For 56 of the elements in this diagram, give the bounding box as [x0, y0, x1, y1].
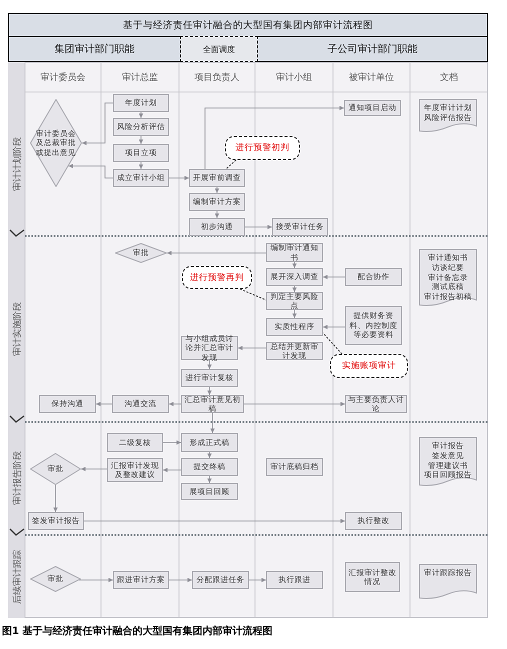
document-shape [419, 249, 477, 307]
header-cell: 全面调度 [180, 36, 258, 62]
arrow [168, 402, 182, 406]
phase-label: 后续审计跟踪 [11, 549, 22, 606]
arrow [138, 112, 144, 118]
leader-line [322, 332, 342, 354]
figure-caption: 图1 基于与经济责任审计融合的大型国有集团内部审计流程图 [2, 624, 274, 639]
leader-line [240, 288, 266, 300]
arrow [238, 346, 266, 350]
arrow [322, 274, 346, 280]
arrow [207, 386, 212, 396]
arrow [53, 484, 58, 512]
arrow [210, 412, 215, 434]
arrow [168, 176, 190, 180]
arrow [322, 324, 346, 330]
phase-label: 审计计划阶段 [11, 136, 22, 193]
arrow [248, 578, 266, 582]
arrow [80, 466, 108, 472]
column-header: 项目负责人 [194, 72, 240, 84]
header-cell: 子公司审计部门职能 [257, 36, 488, 62]
arrow [78, 578, 114, 582]
arrow [207, 360, 212, 370]
leader-line [226, 160, 236, 170]
arrow [244, 402, 346, 406]
column-header: 审计委员会 [40, 71, 86, 84]
arrow [244, 224, 272, 230]
arrow [214, 210, 220, 218]
arrow [207, 476, 212, 484]
arrow [292, 262, 297, 268]
column-header: 审计总监 [121, 72, 159, 84]
arrow [162, 468, 182, 472]
arrow [96, 402, 112, 406]
phase-label: 审计报告阶段 [11, 450, 22, 507]
header-cell: 集团审计部门职能 [8, 36, 181, 62]
column-header: 被审计单位 [348, 72, 395, 84]
arrow [162, 440, 182, 445]
arrow [168, 578, 192, 582]
arrow [292, 310, 297, 318]
document-shape [419, 437, 477, 487]
callout-bubble: 实施账项审计 [330, 354, 408, 378]
callout-bubble: 进行预警再判 [182, 266, 252, 289]
arrow [138, 162, 144, 170]
phase-label: 审计实施阶段 [11, 301, 22, 358]
arrow [214, 186, 220, 194]
arrow [82, 102, 114, 146]
arrow [207, 452, 212, 458]
callout-bubble: 进行预警初判 [225, 136, 300, 160]
title-bar: 基于与经济责任审计融合的大型国有集团内部审计流程图 [8, 13, 488, 37]
column-header: 文档 [439, 72, 459, 84]
arrow [84, 518, 346, 524]
arrow [138, 136, 144, 144]
arrow [204, 106, 344, 170]
arrow [292, 286, 297, 292]
arrow [166, 250, 266, 256]
arrow [68, 164, 114, 178]
column-header: 审计小组 [275, 72, 313, 84]
